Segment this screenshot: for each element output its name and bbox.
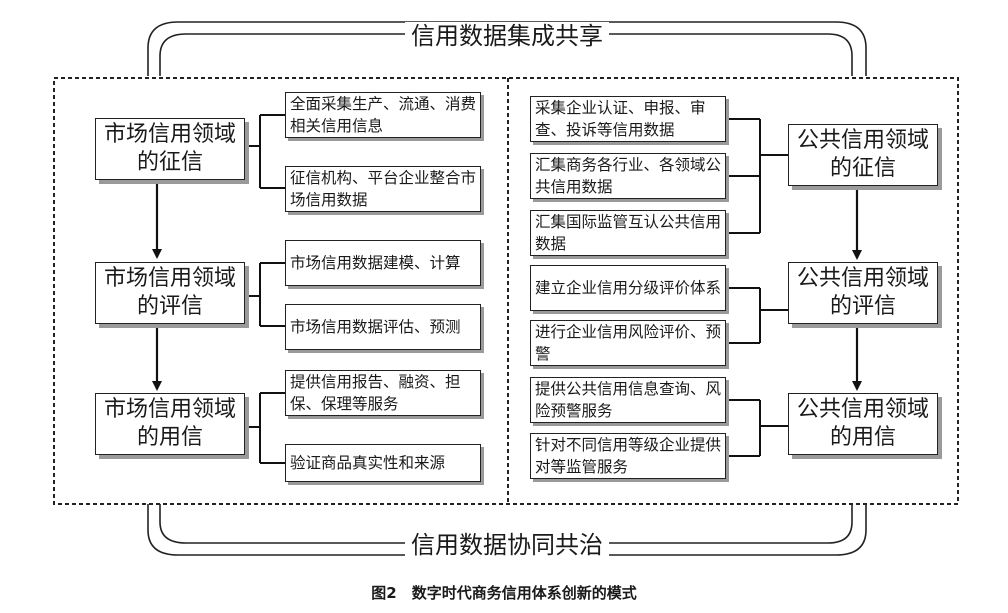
left-item-4: 市场信用数据评估、预测 <box>285 304 481 350</box>
left-item-3: 市场信用数据建模、计算 <box>285 240 481 286</box>
dashed-frame <box>53 77 959 505</box>
left-item-2: 征信机构、平台企业整合市场信用数据 <box>285 166 481 212</box>
bottom-band-label: 信用数据协同共治 <box>405 531 609 559</box>
left-item-5-text: 提供信用报告、融资、担保、保理等服务 <box>290 373 461 413</box>
left-item-2-text: 征信机构、平台企业整合市场信用数据 <box>290 169 477 209</box>
left-brackets <box>245 114 286 464</box>
left-item-4-text: 市场信用数据评估、预测 <box>290 318 461 336</box>
right-item-6-text: 提供公共信用信息查询、风险预警服务 <box>535 380 722 420</box>
right-item-6: 提供公共信用信息查询、风险预警服务 <box>530 377 726 423</box>
right-item-2: 汇集商务各行业、各领域公共信用数据 <box>530 153 726 199</box>
flow-arrows <box>152 182 862 391</box>
right-item-4-text: 建立企业信用分级评价体系 <box>535 279 722 297</box>
right-item-1: 采集企业认证、申报、审查、投诉等信用数据 <box>530 96 726 142</box>
right-stage-collect: 公共信用领域的征信 <box>788 124 938 186</box>
left-stage-evaluate: 市场信用领域的评信 <box>95 262 245 324</box>
left-item-3-text: 市场信用数据建模、计算 <box>290 254 461 272</box>
left-stage-collect: 市场信用领域的征信 <box>95 118 245 180</box>
right-item-2-text: 汇集商务各行业、各领域公共信用数据 <box>535 156 722 196</box>
left-stage-use: 市场信用领域的用信 <box>95 393 245 455</box>
right-item-5-text: 进行企业信用风险评价、预警 <box>535 323 722 363</box>
left-item-5: 提供信用报告、融资、担保、保理等服务 <box>285 370 481 416</box>
right-brackets <box>728 118 788 457</box>
right-stage-use: 公共信用领域的用信 <box>788 393 938 455</box>
left-item-1: 全面采集生产、流通、消费相关信用信息 <box>285 92 481 138</box>
top-band-label: 信用数据集成共享 <box>405 22 609 50</box>
right-item-5: 进行企业信用风险评价、预警 <box>530 320 726 366</box>
right-item-7: 针对不同信用等级企业提供对等监管服务 <box>530 433 726 479</box>
right-item-1-text: 采集企业认证、申报、审查、投诉等信用数据 <box>535 99 706 139</box>
left-item-1-text: 全面采集生产、流通、消费相关信用信息 <box>290 95 477 135</box>
left-item-6-text: 验证商品真实性和来源 <box>290 454 446 472</box>
right-item-3: 汇集国际监管互认公共信用数据 <box>530 210 726 256</box>
right-item-4: 建立企业信用分级评价体系 <box>530 265 726 311</box>
right-item-3-text: 汇集国际监管互认公共信用数据 <box>535 213 722 253</box>
figure-caption: 图2 数字时代商务信用体系创新的模式 <box>371 584 637 602</box>
left-item-6: 验证商品真实性和来源 <box>285 444 481 482</box>
right-item-7-text: 针对不同信用等级企业提供对等监管服务 <box>535 436 722 476</box>
right-stage-evaluate: 公共信用领域的评信 <box>788 262 938 324</box>
